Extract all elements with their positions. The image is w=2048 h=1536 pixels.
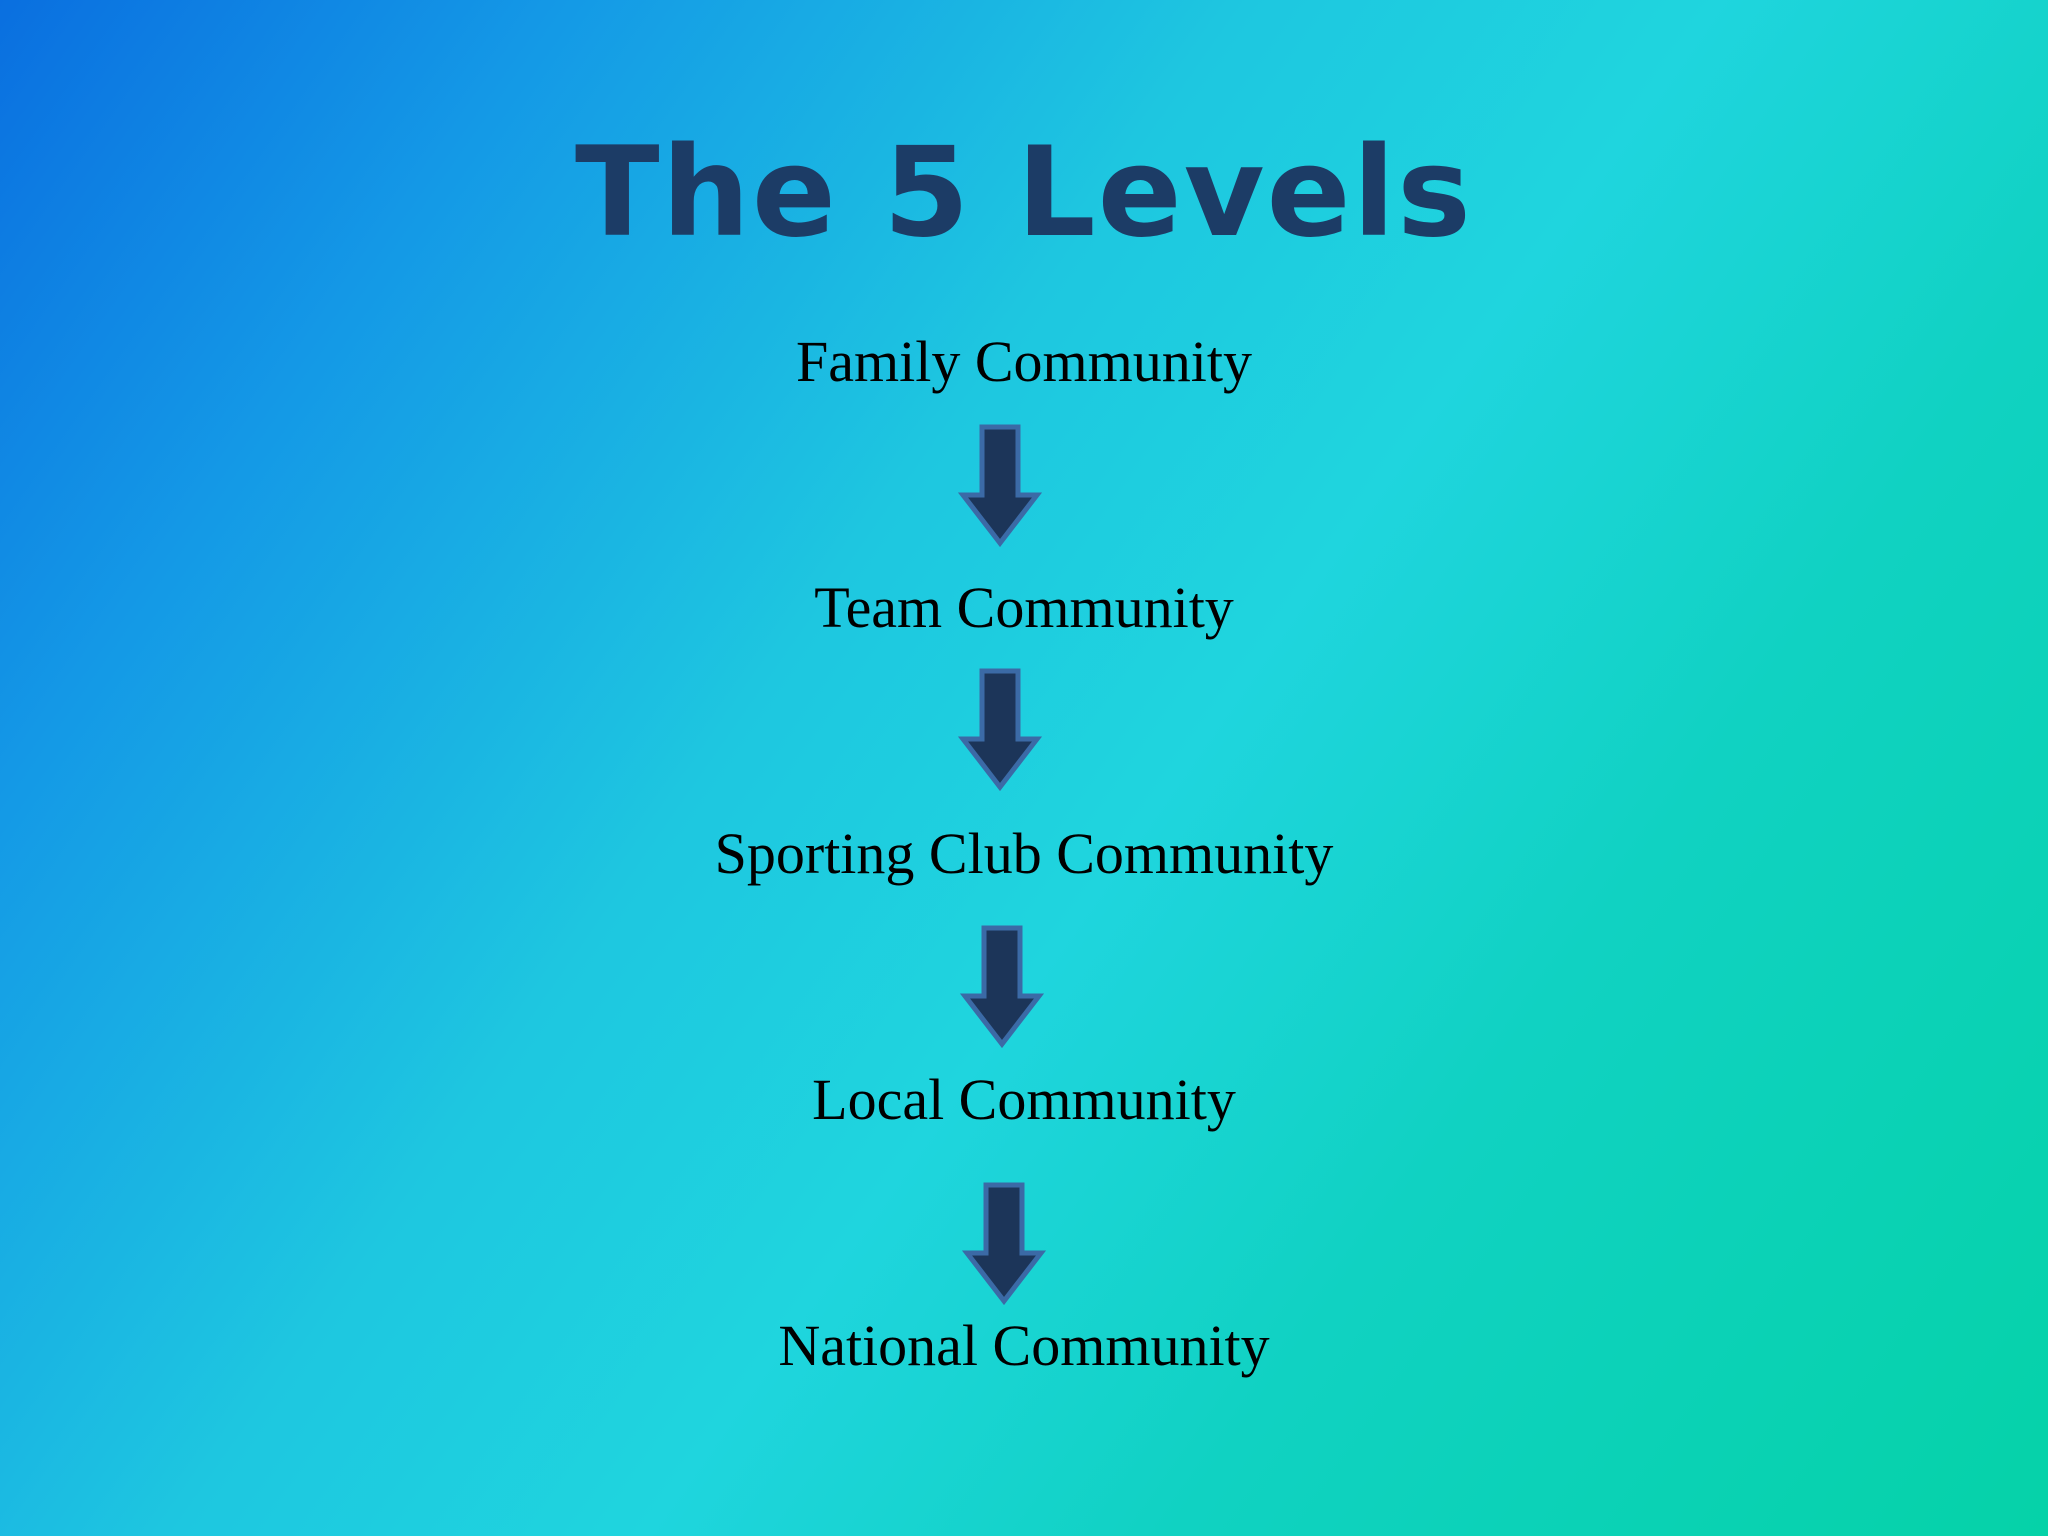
level-local: Local Community <box>812 1067 1236 1132</box>
arrow-down-icon <box>957 668 1043 792</box>
arrow-down-icon <box>957 424 1043 548</box>
level-team: Team Community <box>814 575 1234 640</box>
level-family: Family Community <box>796 329 1252 394</box>
level-national: National Community <box>778 1313 1270 1378</box>
arrow-down-icon <box>959 925 1045 1049</box>
slide-title: The 5 Levels <box>575 121 1473 265</box>
arrow-down-icon <box>961 1182 1047 1306</box>
level-sporting-club: Sporting Club Community <box>714 821 1334 886</box>
